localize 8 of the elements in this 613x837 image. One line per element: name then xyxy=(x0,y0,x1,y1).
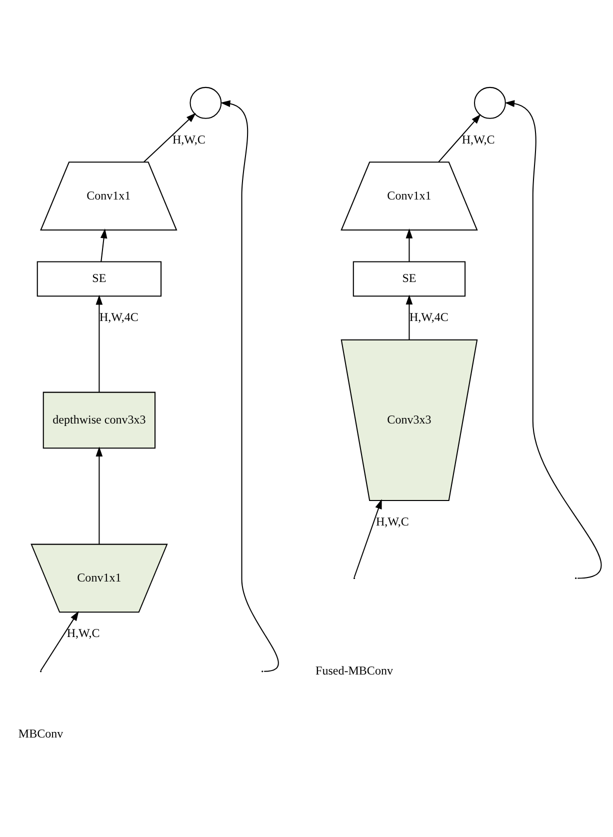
edge-label: H,W,4C xyxy=(410,310,448,324)
edge-label: H,W,C xyxy=(376,514,409,529)
label: Fused-MBConv xyxy=(316,664,393,678)
edge-label: H,W,4C xyxy=(99,310,138,324)
edge-label: H,W,C xyxy=(172,132,206,146)
label: MBConv xyxy=(18,726,64,740)
edge-label: H,W,C xyxy=(462,132,495,146)
edge-label: H,W,C xyxy=(66,626,100,640)
